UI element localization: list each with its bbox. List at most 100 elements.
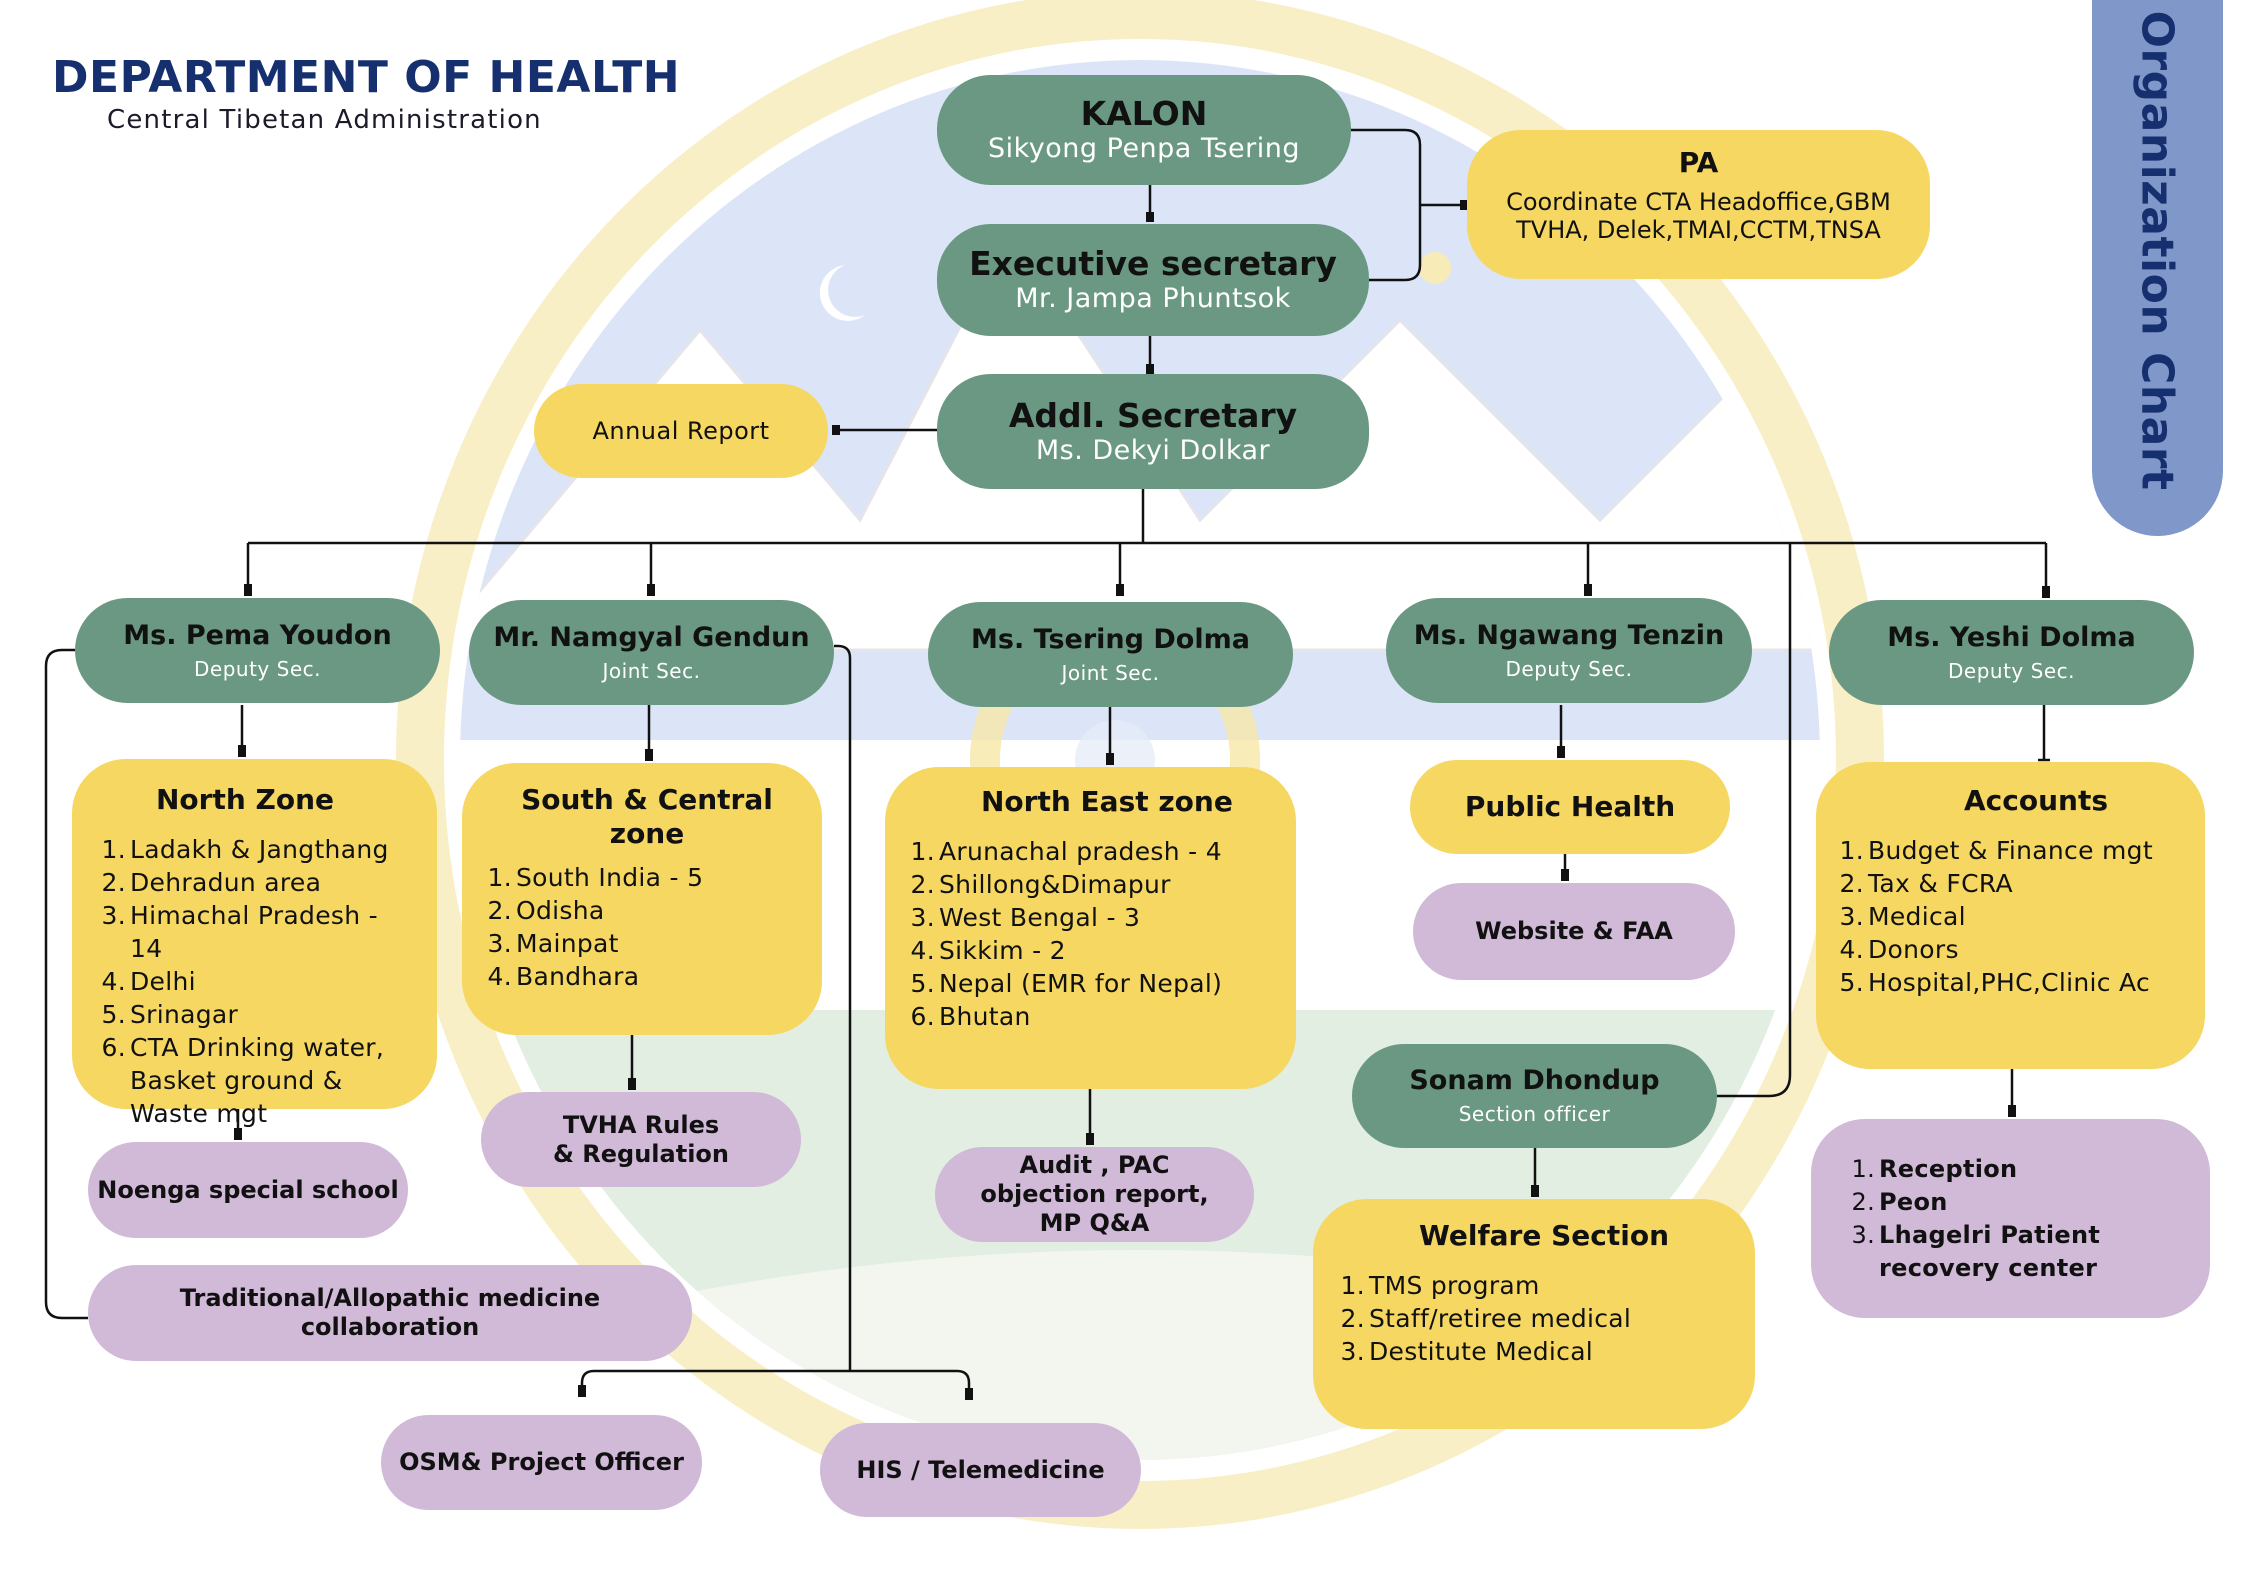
list-item: 2.Odisha <box>487 896 605 925</box>
audit-pac-box[interactable]: Audit , PAC objection report, MP Q&A <box>935 1147 1254 1242</box>
list-item: 4.Delhi <box>101 967 196 996</box>
welfare-section-list: 1.TMS program 2.Staff/retiree medical 3.… <box>1337 1269 1631 1368</box>
list-item: 1.Budget & Finance mgt <box>1839 836 2153 865</box>
pa-title: PA <box>1678 146 1719 179</box>
kalon-title: KALON <box>1080 94 1208 133</box>
officer-role: Joint Sec. <box>1061 660 1160 685</box>
pa-box[interactable]: PA Coordinate CTA Headoffice,GBM TVHA, D… <box>1467 130 1930 279</box>
accounts-list: 1.Budget & Finance mgt 2.Tax & FCRA 3.Me… <box>1836 834 2153 999</box>
list-item: 4.Bandhara <box>487 962 640 991</box>
pa-line-2: TVHA, Delek,TMAI,CCTM,TNSA <box>1516 216 1881 244</box>
accounts-box[interactable]: Accounts 1.Budget & Finance mgt 2.Tax & … <box>1816 762 2205 1069</box>
department-title: DEPARTMENT OF HEALTH <box>52 52 681 103</box>
officer-role: Deputy Sec. <box>1505 656 1633 681</box>
unit-label: HIS / Telemedicine <box>856 1455 1105 1484</box>
executive-secretary-title: Executive secretary <box>969 244 1337 283</box>
officer-name: Ms. Ngawang Tenzin <box>1413 619 1725 651</box>
list-item: 5.Nepal (EMR for Nepal) <box>910 969 1223 998</box>
list-item: 2.Peon <box>1851 1187 1948 1216</box>
list-item: 3.West Bengal - 3 <box>910 903 1141 932</box>
officer-role: Joint Sec. <box>602 658 701 683</box>
noenga-special-school-box[interactable]: Noenga special school <box>88 1142 408 1238</box>
north-zone-list: 1.Ladakh & Jangthang 2.Dehradun area 3.H… <box>98 833 417 1130</box>
accounts-staff-list: 1.Reception 2.Peon 3.Lhagelri Patient re… <box>1847 1153 2119 1285</box>
list-item: 5.Srinagar <box>101 1000 239 1029</box>
list-item: 4.Sikkim - 2 <box>910 936 1066 965</box>
north-east-zone-box[interactable]: North East zone 1.Arunachal pradesh - 4 … <box>885 767 1296 1089</box>
officer-role: Deputy Sec. <box>194 656 321 681</box>
executive-secretary-name: Mr. Jampa Phuntsok <box>1015 283 1291 314</box>
traditional-allopathic-box[interactable]: Traditional/Allopathic medicine collabor… <box>88 1265 692 1361</box>
department-subtitle: Central Tibetan Administration <box>107 105 542 135</box>
officer-name: Ms. Pema Youdon <box>123 619 392 651</box>
list-item: 6.Bhutan <box>910 1002 1031 1031</box>
officer-pema-youdon[interactable]: Ms. Pema Youdon Deputy Sec. <box>75 598 440 703</box>
list-item: 1.Reception <box>1851 1154 2018 1183</box>
section-officer-name: Sonam Dhondup <box>1409 1065 1660 1096</box>
north-east-zone-list: 1.Arunachal pradesh - 4 2.Shillong&Dimap… <box>907 835 1222 1033</box>
list-item: 2.Staff/retiree medical <box>1340 1304 1632 1333</box>
officer-name: Mr. Namgyal Gendun <box>493 621 810 653</box>
pa-line-1: Coordinate CTA Headoffice,GBM <box>1506 188 1891 216</box>
list-item: 3.Himachal Pradesh - 14 <box>101 901 378 963</box>
list-item: 1.Arunachal pradesh - 4 <box>910 837 1222 866</box>
unit-label: Traditional/Allopathic medicine collabor… <box>179 1284 601 1341</box>
officer-ngawang-tenzin[interactable]: Ms. Ngawang Tenzin Deputy Sec. <box>1386 598 1752 703</box>
section-officer-role: Section officer <box>1458 1102 1611 1126</box>
south-central-zone-box[interactable]: South & Central zone 1.South India - 5 2… <box>462 763 822 1035</box>
public-health-title: Public Health <box>1464 790 1676 823</box>
org-chart-tab-label: Organization Chart <box>2132 9 2183 491</box>
officer-namgyal-gendun[interactable]: Mr. Namgyal Gendun Joint Sec. <box>469 600 834 705</box>
list-item: 5.Hospital,PHC,Clinic Ac <box>1839 968 2151 997</box>
website-faa-box[interactable]: Website & FAA <box>1413 883 1735 980</box>
his-telemedicine-box[interactable]: HIS / Telemedicine <box>820 1423 1141 1517</box>
list-item: 2.Tax & FCRA <box>1839 869 2013 898</box>
kalon-box[interactable]: KALON Sikyong Penpa Tsering <box>937 75 1351 185</box>
list-item: 6.CTA Drinking water, Basket ground & Wa… <box>101 1033 385 1128</box>
moon-icon <box>819 265 865 321</box>
public-health-box[interactable]: Public Health <box>1410 760 1730 854</box>
south-central-zone-list: 1.South India - 5 2.Odisha 3.Mainpat 4.B… <box>484 861 703 993</box>
unit-label: TVHA Rules & Regulation <box>552 1110 729 1168</box>
officer-role: Deputy Sec. <box>1948 658 2075 683</box>
section-officer-sonam-dhondup[interactable]: Sonam Dhondup Section officer <box>1352 1044 1717 1148</box>
kalon-name: Sikyong Penpa Tsering <box>987 133 1300 164</box>
unit-label: Audit , PAC objection report, MP Q&A <box>980 1151 1209 1237</box>
welfare-section-box[interactable]: Welfare Section 1.TMS program 2.Staff/re… <box>1313 1199 1755 1429</box>
accounts-title: Accounts <box>1964 784 2109 817</box>
list-item: 2.Shillong&Dimapur <box>910 870 1171 899</box>
officer-tsering-dolma[interactable]: Ms. Tsering Dolma Joint Sec. <box>928 602 1293 707</box>
annual-report-box[interactable]: Annual Report <box>534 384 828 478</box>
addl-secretary-box[interactable]: Addl. Secretary Ms. Dekyi Dolkar <box>937 374 1369 489</box>
north-east-zone-title: North East zone <box>981 785 1233 818</box>
addl-secretary-name: Ms. Dekyi Dolkar <box>1035 434 1271 466</box>
executive-secretary-box[interactable]: Executive secretary Mr. Jampa Phuntsok <box>937 224 1369 336</box>
tvha-rules-box[interactable]: TVHA Rules & Regulation <box>481 1092 801 1187</box>
officer-name: Ms. Tsering Dolma <box>971 623 1250 655</box>
list-item: 1.Ladakh & Jangthang <box>101 835 389 864</box>
annual-report-label: Annual Report <box>592 417 770 445</box>
unit-label: Noenga special school <box>97 1175 399 1204</box>
welfare-section-title: Welfare Section <box>1419 1219 1670 1252</box>
list-item: 3.Medical <box>1839 902 1966 931</box>
list-item: 4.Donors <box>1839 935 1959 964</box>
addl-secretary-title: Addl. Secretary <box>1008 395 1298 435</box>
list-item: 1.TMS program <box>1340 1271 1540 1300</box>
list-item: 1.South India - 5 <box>487 863 704 892</box>
org-chart-tab <box>2092 0 2223 536</box>
officer-yeshi-dolma[interactable]: Ms. Yeshi Dolma Deputy Sec. <box>1829 600 2194 705</box>
list-item: 3.Destitute Medical <box>1340 1337 1594 1366</box>
north-zone-box[interactable]: North Zone 1.Ladakh & Jangthang 2.Dehrad… <box>72 759 437 1128</box>
unit-label: OSM& Project Officer <box>399 1448 684 1476</box>
list-item: 2.Dehradun area <box>101 868 322 897</box>
list-item: 3.Lhagelri Patient recovery center <box>1851 1220 2101 1282</box>
officer-name: Ms. Yeshi Dolma <box>1887 621 2136 653</box>
list-item: 3.Mainpat <box>487 929 619 958</box>
sun-icon <box>1419 252 1451 284</box>
unit-label: Website & FAA <box>1475 917 1673 945</box>
south-central-zone-title: South & Central zone <box>521 783 773 850</box>
osm-project-officer-box[interactable]: OSM& Project Officer <box>381 1415 702 1510</box>
accounts-staff-box[interactable]: 1.Reception 2.Peon 3.Lhagelri Patient re… <box>1811 1119 2210 1318</box>
north-zone-title: North Zone <box>156 783 335 816</box>
